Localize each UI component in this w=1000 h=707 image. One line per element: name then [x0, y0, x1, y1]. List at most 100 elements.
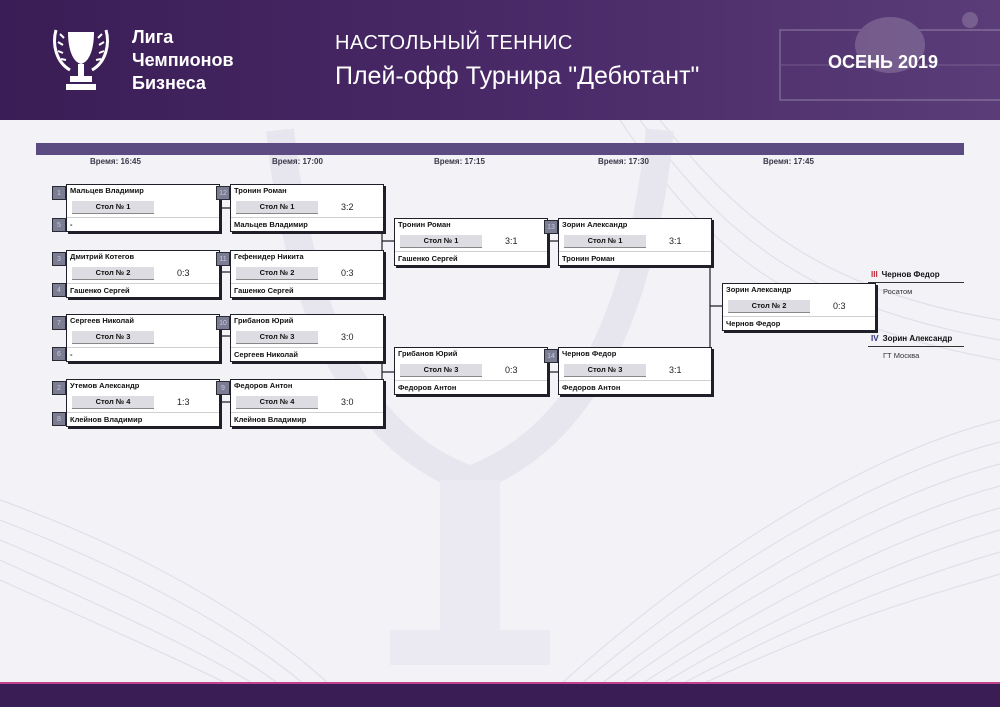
- match-score: 0:3: [505, 365, 518, 375]
- table-number: Стол № 4: [72, 396, 154, 409]
- table-number: Стол № 3: [564, 364, 646, 377]
- match-score: 3:1: [669, 365, 682, 375]
- table-number: Стол № 1: [400, 235, 482, 248]
- round-time-label: Время: 17:45: [763, 157, 814, 166]
- table-number: Стол № 1: [236, 201, 318, 214]
- seed-badge: 3: [52, 252, 66, 266]
- divider: [67, 217, 219, 218]
- seed-badge: 6: [52, 347, 66, 361]
- seed-badge: 5: [52, 218, 66, 232]
- player-bottom: Мальцев Владимир: [234, 220, 308, 229]
- player-top: Утемов Александр: [70, 381, 140, 390]
- match-card: Утемов Александр Стол № 4 1:3 Клейнов Вл…: [66, 379, 220, 427]
- logo-line: Бизнеса: [132, 73, 206, 93]
- player-bottom: Федоров Антон: [562, 383, 621, 392]
- match-card: Тронин Роман Стол № 1 3:2 Мальцев Владим…: [230, 184, 384, 232]
- seed-badge: 11: [216, 252, 230, 266]
- seed-badge: 14: [544, 349, 558, 363]
- seed-badge: 1: [52, 186, 66, 200]
- player-top: Мальцев Владимир: [70, 186, 144, 195]
- table-number: Стол № 3: [72, 331, 154, 344]
- place-label: IV: [871, 334, 879, 343]
- player-bottom: -: [70, 220, 73, 229]
- divider: [67, 412, 219, 413]
- logo-line: Лига: [132, 27, 174, 47]
- match-card: Чернов Федор Стол № 3 3:1 Федоров Антон: [558, 347, 712, 395]
- player-bottom: Гашенко Сергей: [70, 286, 130, 295]
- player-top: Зорин Александр: [726, 285, 792, 294]
- table-number: Стол № 3: [236, 331, 318, 344]
- divider: [67, 347, 219, 348]
- logo-line: Чемпионов: [132, 50, 234, 70]
- match-score: 0:3: [341, 268, 354, 278]
- league-logo-text: Лига Чемпионов Бизнеса: [132, 26, 234, 95]
- match-card: Мальцев Владимир Стол № 1 -: [66, 184, 220, 232]
- seed-badge: 2: [52, 381, 66, 395]
- table-number: Стол № 2: [728, 300, 810, 313]
- player-top: Тронин Роман: [234, 186, 287, 195]
- divider: [559, 251, 711, 252]
- match-card: Тронин Роман Стол № 1 3:1 Гашенко Сергей: [394, 218, 548, 266]
- seed-badge: 10: [216, 316, 230, 330]
- round-time-label: Время: 17:00: [272, 157, 323, 166]
- player-top: Гефенидер Никита: [234, 252, 304, 261]
- round-time-label: Время: 17:15: [434, 157, 485, 166]
- seed-badge: 4: [52, 283, 66, 297]
- divider: [723, 316, 875, 317]
- player-bottom: Клейнов Владимир: [70, 415, 143, 424]
- match-card: Грибанов Юрий Стол № 3 3:0 Сергеев Никол…: [230, 314, 384, 362]
- player-bottom: Сергеев Николай: [234, 350, 298, 359]
- header-divider-bar: [36, 143, 964, 155]
- match-score: 3:2: [341, 202, 354, 212]
- divider: [231, 347, 383, 348]
- result-organization: Росатом: [883, 287, 913, 296]
- seed-badge: 13: [544, 220, 558, 234]
- match-score: 0:3: [177, 268, 190, 278]
- player-top: Тронин Роман: [398, 220, 451, 229]
- divider: [395, 251, 547, 252]
- match-card: Федоров Антон Стол № 4 3:0 Клейнов Влади…: [230, 379, 384, 427]
- header-banner: Лига Чемпионов Бизнеса НАСТОЛЬНЫЙ ТЕННИС…: [0, 0, 1000, 120]
- table-number: Стол № 1: [72, 201, 154, 214]
- table-number: Стол № 3: [400, 364, 482, 377]
- result-name: Чернов Федор: [881, 270, 940, 279]
- match-card: Зорин Александр Стол № 2 0:3 Чернов Федо…: [722, 283, 876, 331]
- match-card: Дмитрий Котегов Стол № 2 0:3 Гашенко Сер…: [66, 250, 220, 298]
- result-organization: ГТ Москва: [883, 351, 920, 360]
- table-number: Стол № 1: [564, 235, 646, 248]
- match-score: 3:1: [505, 236, 518, 246]
- seed-badge: 9: [216, 381, 230, 395]
- table-number: Стол № 4: [236, 396, 318, 409]
- match-card: Грибанов Юрий Стол № 3 0:3 Федоров Антон: [394, 347, 548, 395]
- round-time-label: Время: 16:45: [90, 157, 141, 166]
- player-top: Грибанов Юрий: [234, 316, 294, 325]
- player-bottom: Гашенко Сергей: [234, 286, 294, 295]
- sport-title: НАСТОЛЬНЫЙ ТЕННИС: [335, 32, 573, 54]
- seed-badge: 7: [52, 316, 66, 330]
- player-bottom: -: [70, 350, 73, 359]
- table-tennis-decoration-icon: [779, 12, 1000, 101]
- result-name: Зорин Александр: [882, 334, 953, 343]
- divider: [231, 217, 383, 218]
- tournament-title: Плей-офф Турнира "Дебютант": [335, 62, 700, 90]
- player-top: Дмитрий Котегов: [70, 252, 135, 261]
- player-bottom: Гашенко Сергей: [398, 254, 458, 263]
- divider: [231, 283, 383, 284]
- player-bottom: Чернов Федор: [726, 319, 781, 328]
- result-underline: [868, 282, 964, 283]
- player-top: Зорин Александр: [562, 220, 628, 229]
- place-label: III: [871, 270, 878, 279]
- player-top: Грибанов Юрий: [398, 349, 458, 358]
- match-score: 3:1: [669, 236, 682, 246]
- table-number: Стол № 2: [72, 267, 154, 280]
- season-label: ОСЕНЬ 2019: [828, 52, 938, 72]
- player-bottom: Федоров Антон: [398, 383, 457, 392]
- match-card: Зорин Александр Стол № 1 3:1 Тронин Рома…: [558, 218, 712, 266]
- round-time-label: Время: 17:30: [598, 157, 649, 166]
- seed-badge: 12: [216, 186, 230, 200]
- divider: [67, 283, 219, 284]
- match-score: 0:3: [833, 301, 846, 311]
- result-underline: [868, 346, 964, 347]
